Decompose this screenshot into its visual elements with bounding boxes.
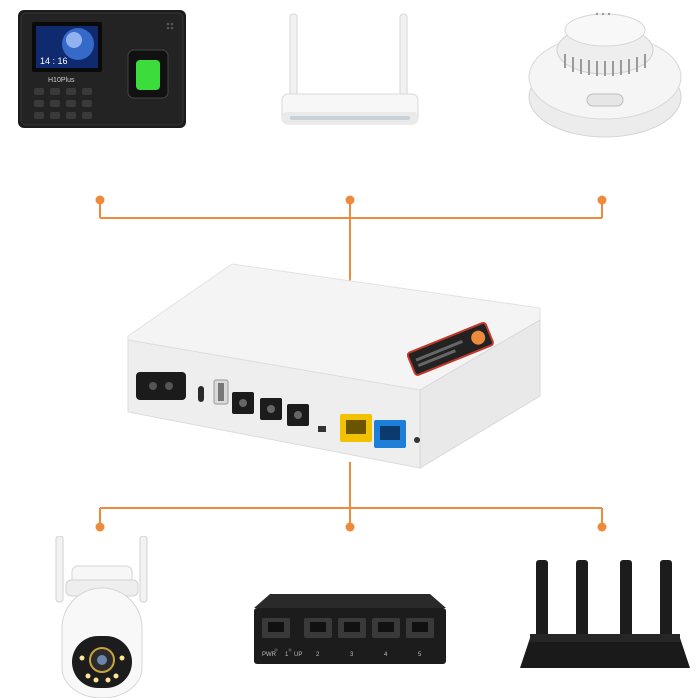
switch-label-up: UP (294, 652, 302, 658)
wifi-router-white (281, 13, 419, 125)
connector-dot-top-right (597, 195, 607, 205)
connector-dot-bottom-right (597, 522, 607, 532)
fingerprint-sensor (136, 60, 160, 90)
terminal-time-text: 14 : 16 (40, 56, 68, 66)
mini-dc-ups (127, 263, 541, 469)
switch-label-3: 3 (350, 652, 354, 658)
smoke-detector (528, 12, 682, 138)
terminal-keypad (34, 88, 92, 119)
switch-label-2: 2 (316, 652, 320, 658)
connector-dot-top-center (345, 195, 355, 205)
ac-input-port (136, 372, 186, 400)
power-switch (318, 426, 326, 432)
usb-c-port (198, 386, 204, 402)
switch-label-5: 5 (418, 652, 422, 658)
connector-dot-top-left (95, 195, 105, 205)
switch-label-4: 4 (384, 652, 388, 658)
network-switch: PWR 1 UP 2 3 4 5 (254, 594, 446, 664)
connector-dot-bottom-left (95, 522, 105, 532)
connector-dot-bottom-center (345, 522, 355, 532)
status-led (414, 437, 420, 443)
switch-label-pwr: PWR (262, 652, 277, 658)
switch-label-1: 1 (285, 652, 289, 658)
ptz-camera (55, 536, 148, 698)
attendance-terminal: 14 : 16 H10Plus (18, 10, 186, 128)
test-button (586, 93, 624, 107)
wifi-router-black (520, 560, 690, 668)
terminal-brand-text: H10Plus (48, 77, 75, 84)
